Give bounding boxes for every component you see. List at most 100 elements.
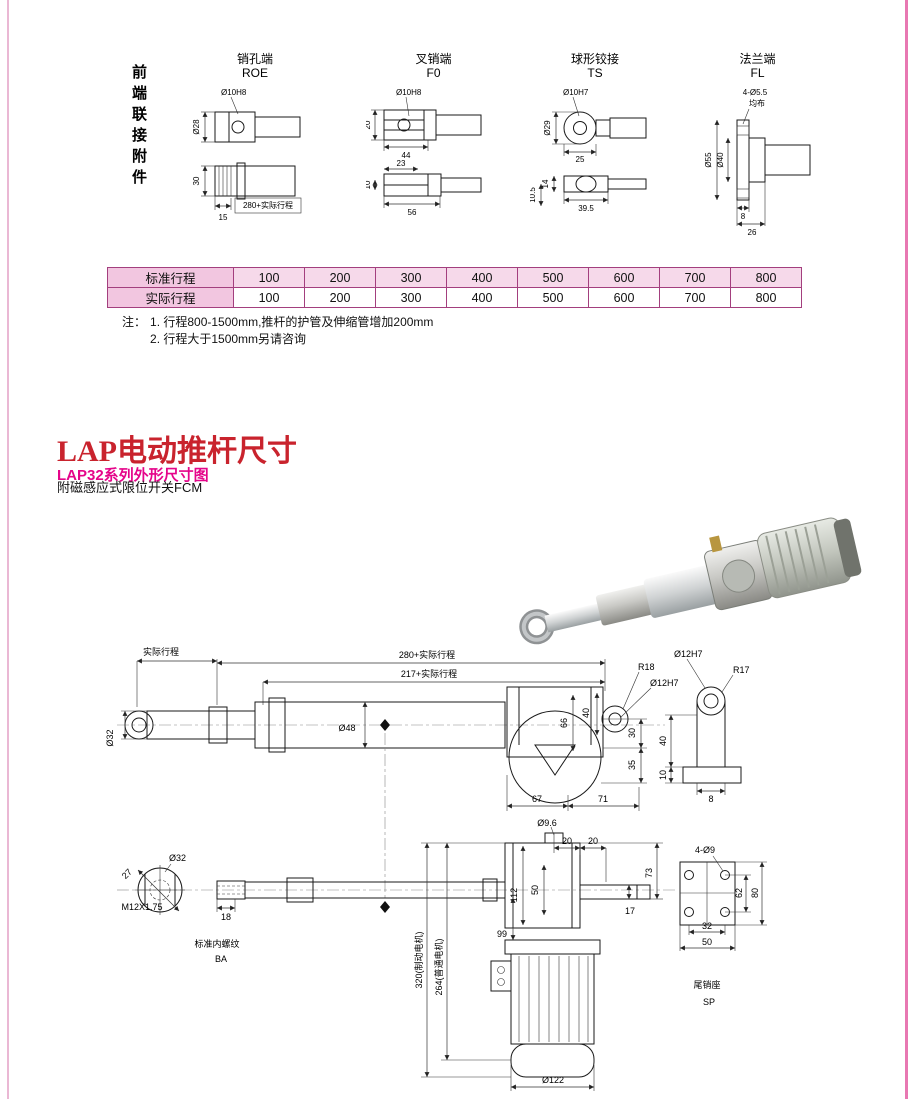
dim-label: Ø12H7: [674, 649, 703, 659]
dim-label: 99: [497, 929, 507, 939]
dim-label: 10: [658, 770, 668, 780]
fitting-f0: 叉销端 F0 Ø10H8 20 44: [366, 52, 501, 229]
dim-label: Ø10H7: [563, 88, 589, 97]
dim-label: Ø32: [169, 853, 186, 863]
ts-top-view: [552, 96, 647, 156]
dim-label: 10.5: [530, 186, 537, 202]
cell: 200: [304, 287, 376, 308]
dim-label: 30: [192, 176, 201, 185]
dim-label: 10: [366, 180, 372, 189]
fitting-ts-code: TS: [587, 66, 603, 81]
dim-label: 均布: [749, 98, 765, 108]
dim-label: R17: [733, 665, 750, 675]
dim-label: 40: [658, 736, 668, 746]
fitting-f0-drawing: Ø10H8 20 44: [366, 88, 482, 217]
side-view: [117, 671, 665, 811]
table-row-standard: 标准行程 100 200 300 400 500 600 700 800: [107, 267, 802, 288]
dim-label: 18: [221, 912, 231, 922]
dim-label: 20: [366, 120, 372, 129]
cell: 600: [588, 287, 660, 308]
row-label: 实际行程: [107, 287, 234, 308]
cell: 300: [375, 287, 447, 308]
dim-label: Ø40: [716, 152, 725, 168]
notes-prefix: 注：: [122, 315, 147, 329]
cell: 600: [588, 267, 660, 288]
fitting-roe: 销孔端 ROE Ø10H8 Ø28: [185, 52, 325, 229]
dim-label: Ø32: [105, 729, 115, 746]
note-line-2: 2. 行程大于1500mm另请咨询: [150, 332, 307, 346]
end-fittings-side-label: 前端联接附件: [130, 64, 147, 190]
dim-label: 15: [219, 213, 228, 222]
stroke-box-label: 280+实际行程: [243, 200, 293, 210]
cell: 800: [730, 267, 802, 288]
cell: 400: [446, 267, 518, 288]
dimension-drawing: 实际行程 280+实际行程 217+实际行程: [105, 646, 767, 1091]
dim-label: 25: [576, 155, 585, 164]
product-photo: [519, 517, 862, 645]
page-edge-left: [7, 0, 9, 1099]
fitting-fl: 法兰端 FL 4-Ø5.5 均布 Ø55 Ø: [695, 52, 820, 239]
fitting-ts-name: 球形铰接: [570, 52, 619, 66]
stroke-table: 标准行程 100 200 300 400 500 600 700 800 实际行…: [107, 267, 802, 308]
fitting-ts-drawing: Ø10H7 Ø29 25: [530, 88, 647, 213]
dim-label: Ø10H8: [396, 88, 422, 97]
page-title: LAP电动推杆尺寸: [57, 435, 297, 469]
dim-label: 280+实际行程: [399, 649, 455, 660]
fitting-fl-name: 法兰端: [739, 52, 776, 66]
dim-label: 20: [588, 836, 598, 846]
cell: 800: [730, 287, 802, 308]
dim-label: Ø12H7: [650, 678, 679, 688]
thread-name-label: 标准内螺纹: [194, 938, 239, 949]
row-label: 标准行程: [107, 267, 234, 288]
dim-label: Ø28: [192, 119, 201, 135]
dim-label: 39.5: [578, 204, 594, 213]
dim-label: 14: [541, 179, 550, 188]
cell: 500: [517, 267, 589, 288]
tail-mount: [679, 855, 767, 951]
dim-label: 23: [397, 159, 406, 168]
dim-label: 44: [402, 151, 411, 160]
dim-label: R18: [638, 662, 655, 672]
dim-label: 20: [562, 836, 572, 846]
dim-label: 50: [702, 937, 712, 947]
series-subtitle: LAP32系列外形尺寸图: [57, 467, 209, 485]
dim-label: 73: [644, 868, 654, 878]
fitting-roe-name: 销孔端: [236, 52, 273, 66]
cell: 400: [446, 287, 518, 308]
cell: 300: [375, 267, 447, 288]
dim-label: 66: [559, 718, 569, 728]
roe-top-view: [201, 96, 301, 143]
tail-mount-code: SP: [703, 997, 715, 1007]
dim-label: 30: [627, 728, 637, 738]
dim-label: 32: [702, 921, 712, 931]
dim-label: 112: [509, 888, 519, 902]
notes: 注： 1. 行程800-1500mm,推杆的护管及伸缩管增加200mm 2. 行…: [122, 314, 433, 348]
cell: 200: [304, 267, 376, 288]
dim-label: Ø48: [338, 723, 355, 733]
dim-label: 26: [748, 228, 757, 237]
cell: 700: [659, 267, 731, 288]
roe-bottom-view: [201, 162, 302, 214]
thread-spec-label: M12X1.75: [121, 902, 162, 912]
dim-label: 50: [530, 885, 540, 895]
dim-label: Ø10H8: [221, 88, 247, 97]
fitting-fl-drawing: 4-Ø5.5 均布 Ø55 Ø40 8 26: [704, 88, 811, 237]
table-row-actual: 实际行程 100 200 300 400 500 600 700 800: [107, 287, 802, 308]
page-edge-right: [905, 0, 908, 1099]
ts-bottom-view: [538, 175, 647, 206]
dim-label: 56: [408, 208, 417, 217]
dim-label: 8: [741, 212, 746, 221]
dim-label: Ø9.6: [537, 818, 557, 828]
fitting-roe-code: ROE: [241, 66, 268, 81]
dim-label: Ø29: [543, 120, 552, 136]
dim-label: Ø122: [542, 1075, 564, 1085]
fitting-fl-code: FL: [750, 66, 765, 81]
dim-label: 实际行程: [143, 646, 179, 657]
top-view: [117, 826, 677, 940]
dim-label: 67: [532, 794, 542, 804]
dim-label: Ø55: [704, 152, 713, 168]
tail-mount-name: 尾销座: [693, 979, 720, 990]
dim-label: 40: [581, 708, 591, 718]
fitting-ts: 球形铰接 TS Ø10H7 Ø29 25: [530, 52, 660, 229]
